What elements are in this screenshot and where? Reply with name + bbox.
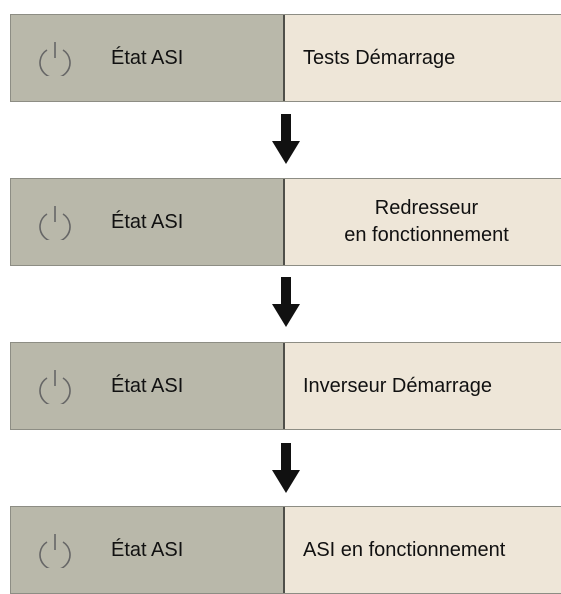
- state-panel: État ASI: [11, 507, 285, 593]
- state-step-3: État ASI Inverseur Démarrage: [10, 342, 561, 430]
- phase-label: Inverseur Démarrage: [303, 374, 492, 397]
- phase-label: ASI en fonctionnement: [303, 538, 506, 561]
- state-step-1: État ASI Tests Démarrage: [10, 14, 561, 102]
- phase-line: Redresseur: [374, 197, 479, 219]
- phase-panel: Tests Démarrage: [285, 15, 561, 101]
- phase-panel: Inverseur Démarrage: [285, 343, 561, 429]
- power-icon: [39, 42, 71, 76]
- power-icon: [39, 370, 71, 404]
- phase-label: Tests Démarrage: [303, 46, 456, 69]
- power-icon: [39, 206, 71, 240]
- state-step-4: État ASI ASI en fonctionnement: [10, 506, 561, 594]
- state-panel: État ASI: [11, 15, 285, 101]
- phase-line: en fonctionnement: [344, 224, 509, 246]
- state-label: État ASI: [111, 210, 184, 233]
- arrow-down-icon: [272, 443, 300, 493]
- state-label: État ASI: [111, 46, 184, 69]
- state-label: État ASI: [111, 374, 184, 397]
- state-label: État ASI: [111, 538, 184, 561]
- phase-label: Redresseur en fonctionnement: [344, 195, 509, 249]
- arrow-down-icon: [272, 114, 300, 164]
- phase-panel: ASI en fonctionnement: [285, 507, 561, 593]
- power-icon: [39, 534, 71, 568]
- phase-panel: Redresseur en fonctionnement: [285, 179, 561, 265]
- state-panel: État ASI: [11, 343, 285, 429]
- arrow-down-icon: [272, 277, 300, 327]
- state-step-2: État ASI Redresseur en fonctionnement: [10, 178, 561, 266]
- state-panel: État ASI: [11, 179, 285, 265]
